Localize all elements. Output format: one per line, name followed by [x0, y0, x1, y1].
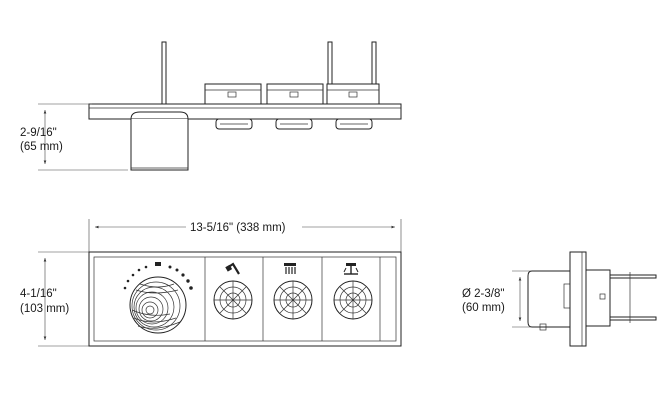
- valve-knob-3: [333, 280, 373, 320]
- front-view: 13-5/16" (338 mm) 4-1/16" (103 mm): [20, 219, 402, 347]
- front-width-dimension: 13-5/16" (338 mm): [88, 219, 402, 252]
- front-width-text: 13-5/16" (338 mm): [190, 222, 286, 234]
- mounting-rods: [609, 272, 657, 323]
- side-height-dimension: 2-9/16" (65 mm): [20, 103, 128, 171]
- thermostat-scale-icon: [123, 262, 193, 290]
- rain-shower-icon: [284, 263, 296, 274]
- front-height-imperial: 4-1/16": [20, 288, 57, 300]
- top-side-view: 2-9/16" (65 mm): [20, 41, 402, 171]
- thermostat-knob: [129, 276, 187, 334]
- valve-knob-1: [213, 280, 253, 320]
- side-knobs: [215, 118, 373, 130]
- trim-plate-side: [88, 103, 402, 120]
- front-height-metric: (103 mm): [20, 303, 69, 315]
- handshower-icon: [225, 262, 240, 275]
- side-height-metric: (65 mm): [20, 141, 63, 153]
- thermostat-body-side: [130, 119, 189, 171]
- valve-diameter-dimension: Ø 2-3/8" (60 mm): [462, 270, 532, 328]
- valve-diameter-imperial: Ø 2-3/8": [462, 288, 504, 300]
- valve-body-side: [527, 270, 571, 328]
- valve-knob-2: [273, 280, 313, 320]
- front-height-dimension: 4-1/16" (103 mm): [20, 251, 92, 347]
- right-side-view: Ø 2-3/8" (60 mm): [462, 251, 657, 347]
- valve-diameter-metric: (60 mm): [462, 302, 505, 314]
- valve-boxes: [204, 83, 380, 107]
- trim-plate-edge: [569, 251, 587, 347]
- side-height-imperial: 2-9/16": [20, 127, 57, 139]
- body-spray-icon: [343, 263, 359, 275]
- thermostat-dial: [123, 262, 193, 334]
